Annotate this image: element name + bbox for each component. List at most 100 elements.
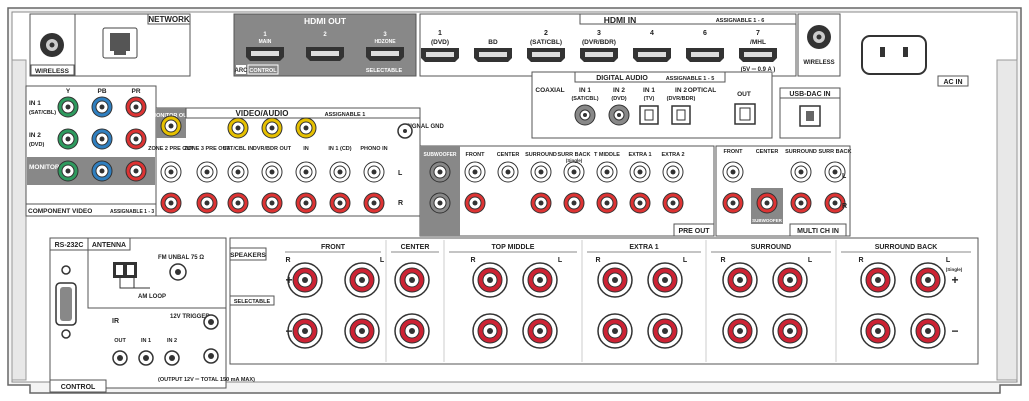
hdmi-in-port-1[interactable] [421,48,459,62]
audio-r-jack-6[interactable] [329,192,351,214]
coax-in-jack-1[interactable] [574,104,596,126]
optical-in-jack-1[interactable] [639,105,659,125]
multi-ch-l-jack-4[interactable] [824,161,846,183]
component-jack-2-2[interactable] [91,128,113,150]
multi-ch-r-jack-4[interactable] [824,192,846,214]
pre-out-r-jack-1[interactable] [464,192,486,214]
component-jack-1-2[interactable] [91,96,113,118]
hdmi-out-port-2[interactable] [306,47,344,61]
speaker-terminal-positive-1-1[interactable] [287,262,323,298]
ac-inlet[interactable] [861,35,927,75]
monitor-out-video-jack[interactable] [160,115,182,137]
pre-out-l-jack-6[interactable] [629,161,651,183]
hdmi-out-num: 2 [323,32,327,38]
component-jack-3-3[interactable] [125,160,147,182]
hdmi-out-port-1[interactable] [246,47,284,61]
pre-out-r-jack-7[interactable] [662,192,684,214]
speaker-terminal-positive-3-1[interactable] [472,262,508,298]
speaker-terminal-positive-3-2[interactable] [522,262,558,298]
speaker-terminal-negative-4-1[interactable] [597,313,633,349]
speaker-terminal-positive-5-2[interactable] [772,262,808,298]
audio-r-jack-2[interactable] [196,192,218,214]
pre-out-r-jack-5[interactable] [596,192,618,214]
speaker-terminal-negative-3-2[interactable] [522,313,558,349]
antenna-label: ANTENNA [92,242,126,249]
video-audio-column-label: ZONE 2 PRE OUT [148,146,194,152]
pre-out-l-jack-1[interactable] [464,161,486,183]
speaker-terminal-negative-4-2[interactable] [647,313,683,349]
pre-out-subwoofer-label: SUBWOOFER [423,152,456,158]
ir-jack-2[interactable] [138,350,154,366]
pre-out-l-jack-3[interactable] [530,161,552,183]
hdmi-in-port-3[interactable] [527,48,565,62]
audio-r-jack-1[interactable] [160,192,182,214]
multi-ch-r-jack-1[interactable] [722,192,744,214]
optical-in-name: IN 1 [643,87,655,94]
audio-r-jack-3[interactable] [227,192,249,214]
pre-out-subwoofer-jack-2[interactable] [429,192,451,214]
speaker-terminal-negative-3-1[interactable] [472,313,508,349]
component-jack-3-1[interactable] [57,160,79,182]
multi-ch-subwoofer-jack[interactable] [756,192,778,214]
hdmi-in-port-2[interactable] [474,48,512,62]
audio-r-jack-7[interactable] [363,192,385,214]
hdmi-in-port-6[interactable] [686,48,724,62]
multi-ch-l-jack-1[interactable] [722,161,744,183]
multi-ch-r-jack-3[interactable] [790,192,812,214]
speaker-terminal-negative-1-1[interactable] [287,313,323,349]
pre-out-l-jack-7[interactable] [662,161,684,183]
hdmi-in-port-4[interactable] [580,48,618,62]
speaker-terminal-positive-1-2[interactable] [344,262,380,298]
multi-ch-l-jack-3[interactable] [790,161,812,183]
pre-out-l-jack-5[interactable] [596,161,618,183]
component-jack-1-3[interactable] [125,96,147,118]
speaker-terminal-negative-2-1[interactable] [394,313,430,349]
audio-l-jack-7[interactable] [363,161,385,183]
speaker-terminal-negative-5-1[interactable] [722,313,758,349]
audio-r-jack-5[interactable] [295,192,317,214]
pre-out-subwoofer-jack-1[interactable] [429,161,451,183]
speaker-terminal-negative-6-1[interactable] [860,313,896,349]
component-row-sub: (SAT/CBL) [29,110,56,116]
pre-out-r-jack-4[interactable] [563,192,585,214]
component-jack-3-2[interactable] [91,160,113,182]
ir-jack-1[interactable] [112,350,128,366]
speaker-terminal-negative-6-2[interactable] [910,313,946,349]
component-jack-1-1[interactable] [57,96,79,118]
optical-in-sub: (DVR/BDR) [667,96,696,102]
speaker-terminal-positive-4-2[interactable] [647,262,683,298]
speaker-terminal-positive-2-1[interactable] [394,262,430,298]
speaker-terminal-negative-5-2[interactable] [772,313,808,349]
pre-out-l-jack-2[interactable] [497,161,519,183]
speaker-terminal-positive-6-2[interactable] [910,262,946,298]
ir-jack-3[interactable] [164,350,180,366]
audio-l-jack-4[interactable] [261,161,283,183]
audio-l-jack-5[interactable] [295,161,317,183]
speaker-terminal-positive-6-1[interactable] [860,262,896,298]
video-audio-l-label: L [398,170,403,177]
hdmi-in-port-5[interactable] [633,48,671,62]
coax-in-jack-2[interactable] [608,104,630,126]
pre-out-r-jack-3[interactable] [530,192,552,214]
hdmi-in-num: 4 [650,30,654,37]
audio-r-jack-4[interactable] [261,192,283,214]
audio-l-jack-3[interactable] [227,161,249,183]
pre-out-l-jack-4[interactable] [563,161,585,183]
audio-l-jack-2[interactable] [196,161,218,183]
component-jack-2-1[interactable] [57,128,79,150]
hdmi-out-port-3[interactable] [366,47,404,61]
video-jack-5[interactable] [295,117,317,139]
optical-in-jack-2[interactable] [671,105,691,125]
audio-l-jack-6[interactable] [329,161,351,183]
component-jack-2-3[interactable] [125,128,147,150]
video-jack-4[interactable] [261,117,283,139]
speaker-terminal-positive-4-1[interactable] [597,262,633,298]
pre-out-r-jack-6[interactable] [629,192,651,214]
hdmi-in-port-7[interactable] [739,48,777,62]
video-jack-3[interactable] [227,117,249,139]
video-audio-title: VIDEO/AUDIO [236,109,289,118]
speaker-terminal-positive-5-1[interactable] [722,262,758,298]
optical-out-jack[interactable] [734,103,756,125]
audio-l-jack-1[interactable] [160,161,182,183]
speaker-terminal-negative-1-2[interactable] [344,313,380,349]
